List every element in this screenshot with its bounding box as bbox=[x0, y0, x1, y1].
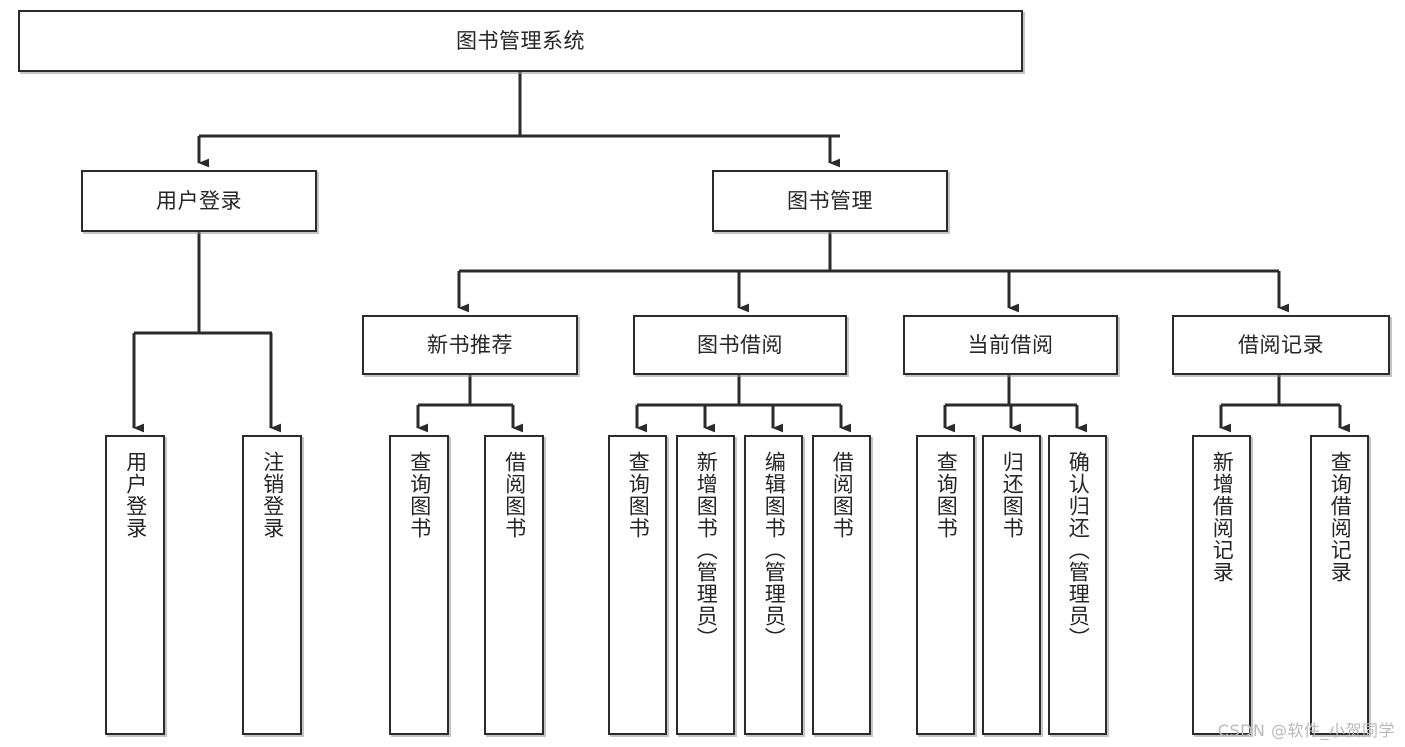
node-label: 用户登录 bbox=[156, 188, 242, 213]
node-label: 借阅图书 bbox=[502, 451, 527, 539]
node-book-management[interactable]: 图书管理 bbox=[712, 170, 948, 232]
node-label: 新增图书（管理员） bbox=[694, 451, 719, 649]
leaf-query-books-newbook[interactable]: 查询图书 bbox=[389, 435, 449, 735]
node-label: 查询图书 bbox=[626, 451, 651, 539]
leaf-query-borrow-record[interactable]: 查询借阅记录 bbox=[1310, 435, 1369, 735]
node-borrowing-records[interactable]: 借阅记录 bbox=[1172, 315, 1390, 375]
node-label: 借阅记录 bbox=[1238, 332, 1324, 357]
leaf-query-books-current[interactable]: 查询图书 bbox=[916, 435, 975, 735]
node-label: 新增借阅记录 bbox=[1210, 451, 1235, 583]
node-label: 图书管理系统 bbox=[456, 28, 585, 53]
leaf-logout[interactable]: 注销登录 bbox=[242, 435, 302, 735]
node-label: 图书借阅 bbox=[697, 332, 783, 357]
node-label: 借阅图书 bbox=[830, 451, 855, 539]
leaf-borrow-books[interactable]: 借阅图书 bbox=[812, 435, 871, 735]
node-label: 查询图书 bbox=[934, 451, 959, 539]
node-label: 用户登录 bbox=[123, 451, 148, 539]
node-label: 查询借阅记录 bbox=[1328, 451, 1353, 583]
node-current-borrowing[interactable]: 当前借阅 bbox=[903, 315, 1118, 375]
node-label: 编辑图书（管理员） bbox=[762, 451, 787, 649]
node-label: 确认归还（管理员） bbox=[1066, 451, 1091, 649]
node-label: 查询图书 bbox=[407, 451, 432, 539]
node-label: 归还图书 bbox=[1000, 451, 1025, 539]
node-label: 注销登录 bbox=[260, 451, 285, 539]
leaf-return-books[interactable]: 归还图书 bbox=[982, 435, 1041, 735]
node-new-book-recommendation[interactable]: 新书推荐 bbox=[362, 315, 578, 375]
leaf-borrow-books-newbook[interactable]: 借阅图书 bbox=[484, 435, 544, 735]
csdn-watermark: CSDN @软件_小贺同学 bbox=[1217, 721, 1395, 740]
node-label: 当前借阅 bbox=[967, 332, 1054, 357]
node-label: 新书推荐 bbox=[427, 332, 513, 357]
node-root-book-management-system[interactable]: 图书管理系统 bbox=[18, 10, 1023, 72]
leaf-query-books-borrow[interactable]: 查询图书 bbox=[608, 435, 667, 735]
leaf-add-book-admin[interactable]: 新增图书（管理员） bbox=[676, 435, 735, 735]
node-label: 图书管理 bbox=[787, 188, 873, 213]
leaf-user-login[interactable]: 用户登录 bbox=[105, 435, 165, 735]
node-user-login[interactable]: 用户登录 bbox=[81, 170, 317, 232]
node-book-borrowing[interactable]: 图书借阅 bbox=[633, 315, 847, 375]
leaf-edit-book-admin[interactable]: 编辑图书（管理员） bbox=[744, 435, 803, 735]
leaf-confirm-return-admin[interactable]: 确认归还（管理员） bbox=[1048, 435, 1107, 735]
leaf-add-borrow-record[interactable]: 新增借阅记录 bbox=[1192, 435, 1251, 735]
